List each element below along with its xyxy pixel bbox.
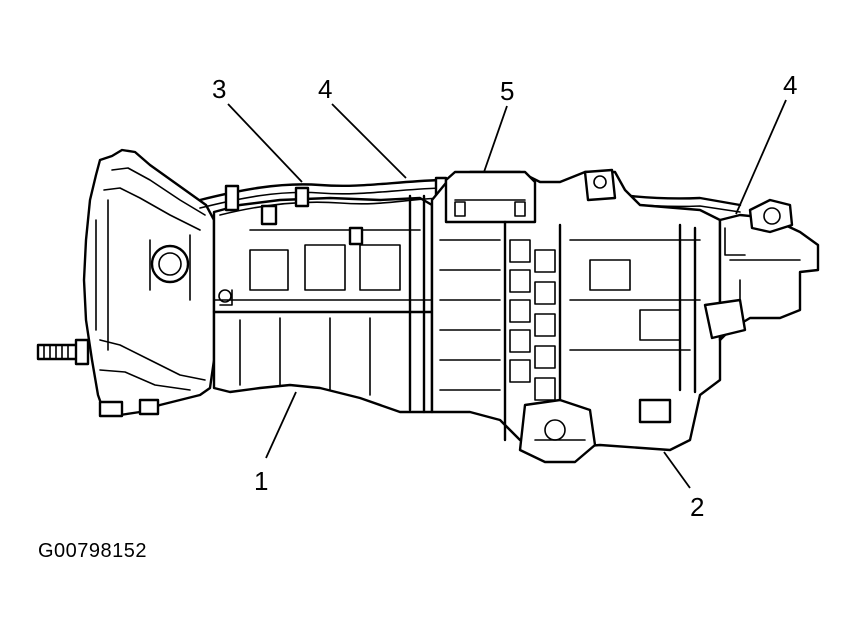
input-shaft: [36, 338, 90, 366]
leader-2: [663, 451, 691, 489]
callout-4-left: 4: [318, 74, 332, 104]
callout-1: 1: [254, 466, 268, 496]
figure-id: G00798152: [38, 540, 148, 562]
leader-5: [483, 105, 508, 173]
callout-2: 2: [690, 492, 704, 522]
leader-4-left: [331, 103, 407, 179]
callout-3: 3: [212, 74, 226, 104]
callout-labels: 3 4 5 4 1 2: [212, 70, 797, 522]
callout-5: 5: [500, 76, 514, 106]
leader-1: [265, 391, 297, 459]
leader-3: [227, 103, 303, 183]
rear-extension: [703, 198, 820, 342]
leader-4-right: [735, 99, 787, 215]
transfer-case: [430, 168, 722, 464]
bell-housing: [82, 148, 216, 418]
callout-4-right: 4: [783, 70, 797, 100]
main-case: [212, 194, 434, 414]
leader-lines: [227, 99, 787, 489]
